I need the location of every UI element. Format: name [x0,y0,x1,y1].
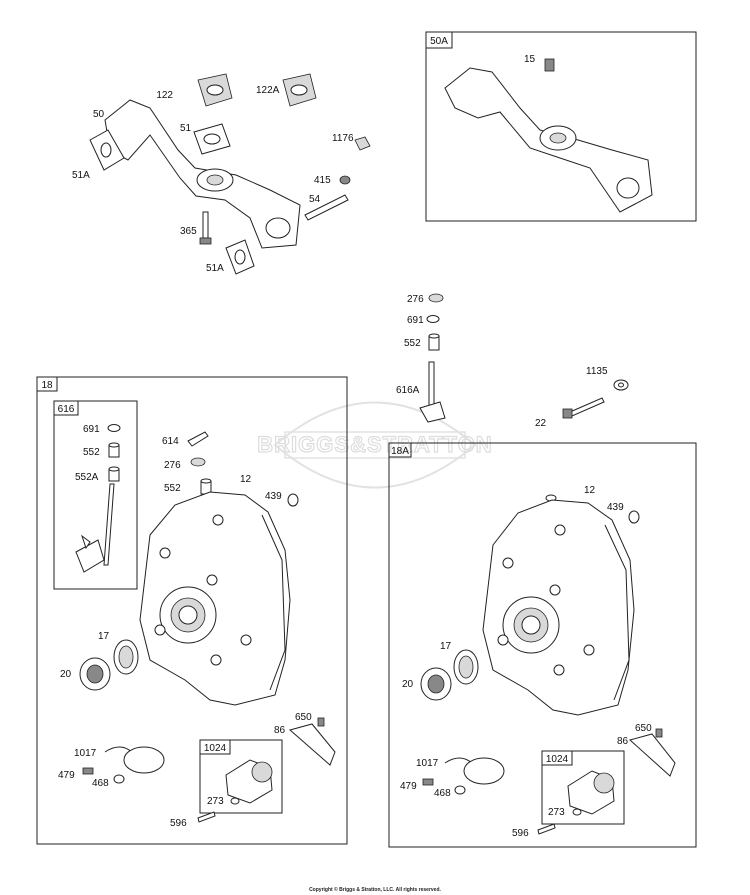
label-273-left: 273 [207,796,224,807]
label-122: 122 [156,90,173,101]
label-691-mid: 691 [407,315,424,326]
label-51: 51 [180,123,192,134]
label-552-box: 552 [83,447,100,458]
label-1017-right: 1017 [416,758,439,769]
watermark: BRIGGS&STRATTON [257,401,492,489]
label-552-mid: 552 [404,338,421,349]
label-273-right: 273 [548,807,565,818]
label-650-left: 650 [295,712,312,723]
box-label-50a: 50A [430,36,448,47]
label-439-right: 439 [607,502,624,513]
label-12-left: 12 [240,474,252,485]
label-17-right: 17 [440,641,452,652]
label-122a: 122A [256,85,280,96]
label-596-left: 596 [170,818,187,829]
box-label-1024-left: 1024 [204,743,227,754]
label-51a-top: 51A [72,170,90,181]
label-596-right: 596 [512,828,529,839]
label-12-right: 12 [584,485,596,496]
label-650-right: 650 [635,723,652,734]
label-468-left: 468 [92,778,109,789]
label-415: 415 [314,175,331,186]
label-276-mid: 276 [407,294,424,305]
box-label-1024-right: 1024 [546,754,569,765]
box-50a: 50A 15 [425,31,697,222]
label-22: 22 [535,418,547,429]
watermark-text: BRIGGS&STRATTON [257,432,492,457]
label-479-right: 479 [400,781,417,792]
label-552-left: 552 [164,483,181,494]
copyright-notice: Copyright © Briggs & Stratton, LLC. All … [309,886,441,893]
box-label-616: 616 [58,404,75,415]
box-label-18a: 18A [391,446,409,457]
label-439-left: 439 [265,491,282,502]
label-1017-left: 1017 [74,748,97,759]
box-18: 18 616 [36,376,348,845]
label-614: 614 [162,436,179,447]
manifold-assembly-50 [89,73,371,275]
label-20-left: 20 [60,669,72,680]
label-86-right: 86 [617,736,629,747]
label-50: 50 [93,109,105,120]
label-54: 54 [309,194,321,205]
label-479-left: 479 [58,770,75,781]
label-15: 15 [524,54,536,65]
label-17-left: 17 [98,631,110,642]
label-616a: 616A [396,385,420,396]
label-468-right: 468 [434,788,451,799]
label-276-left: 276 [164,460,181,471]
label-552a-box: 552A [75,472,99,483]
label-51a-bottom: 51A [206,263,224,274]
label-20-right: 20 [402,679,414,690]
label-691-box: 691 [83,424,100,435]
label-1135: 1135 [586,366,608,377]
box-label-18: 18 [41,380,53,391]
label-86-left: 86 [274,725,286,736]
label-365: 365 [180,226,197,237]
box-18a: 18A 1024 [388,442,697,848]
governor-parts [419,293,629,423]
label-1176: 1176 [332,133,354,144]
